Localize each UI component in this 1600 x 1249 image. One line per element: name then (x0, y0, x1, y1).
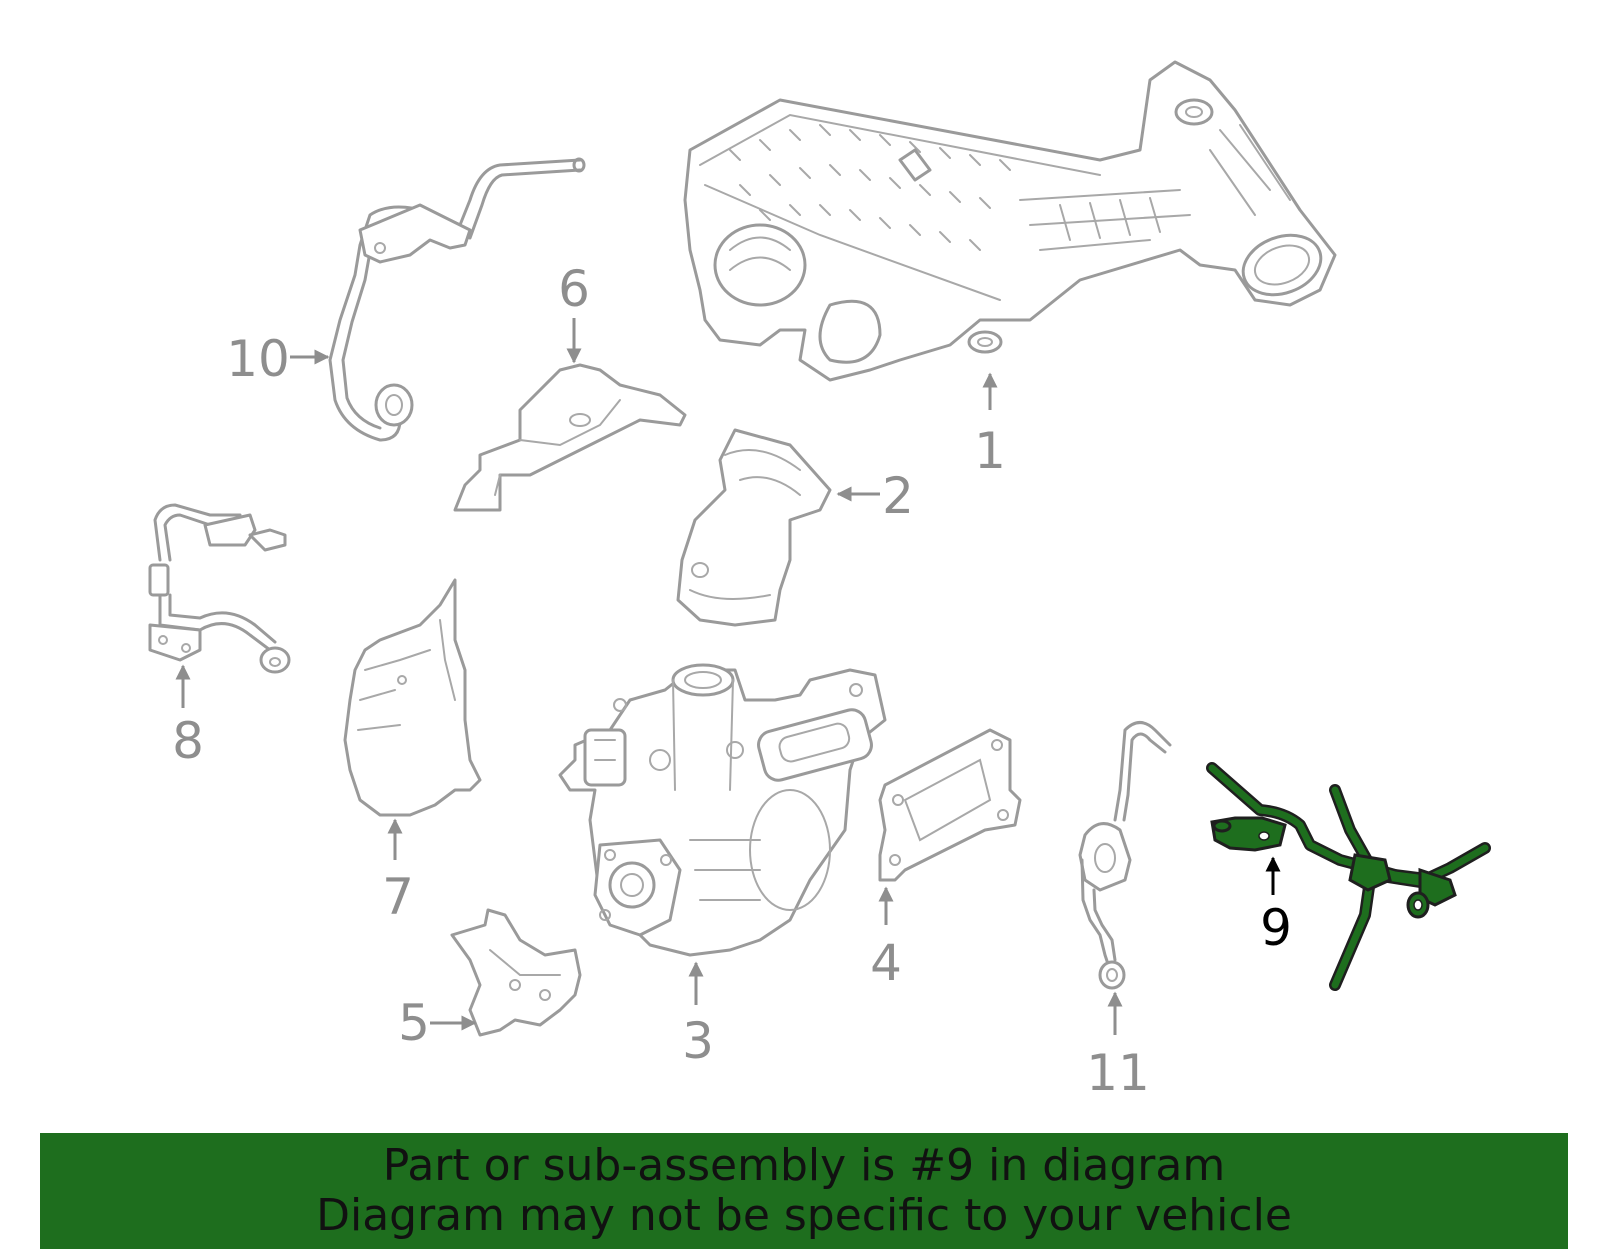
part-7-heat-shield (343, 578, 482, 817)
callout-2: 2 (882, 467, 914, 525)
callout-5: 5 (398, 994, 430, 1052)
part-9-coolant-pipe-highlighted (1206, 762, 1491, 991)
callout-6: 6 (558, 260, 590, 318)
part-5-bracket (450, 908, 582, 1037)
info-banner: Part or sub-assembly is #9 in diagram Di… (40, 1133, 1568, 1249)
banner-line-2: Diagram may not be specific to your vehi… (316, 1190, 1292, 1241)
callout-1: 1 (974, 422, 1006, 480)
callout-10: 10 (226, 330, 290, 388)
callout-7: 7 (382, 868, 414, 926)
callout-9: 9 (1260, 899, 1292, 957)
callout-11: 11 (1086, 1044, 1150, 1102)
callout-4: 4 (870, 934, 902, 992)
part-1-intake-manifold (683, 60, 1337, 382)
callout-8: 8 (172, 712, 204, 770)
part-8-pipe (148, 503, 291, 674)
part-4-gasket (878, 728, 1022, 882)
callout-labels: 1 2 3 4 5 6 7 8 9 10 11 (172, 260, 1292, 1102)
part-3-turbocharger (558, 663, 887, 957)
part-2-intake-tube (676, 428, 832, 627)
part-6-heat-shield (453, 363, 687, 512)
part-10-pipe (328, 157, 586, 442)
banner-line-1: Part or sub-assembly is #9 in diagram (382, 1140, 1226, 1191)
parts-diagram: 1 2 3 4 5 6 7 8 9 10 11 (148, 60, 1491, 1102)
callout-arrows (175, 318, 1281, 1035)
part-11-pipe (1078, 721, 1172, 990)
callout-3: 3 (682, 1012, 714, 1070)
